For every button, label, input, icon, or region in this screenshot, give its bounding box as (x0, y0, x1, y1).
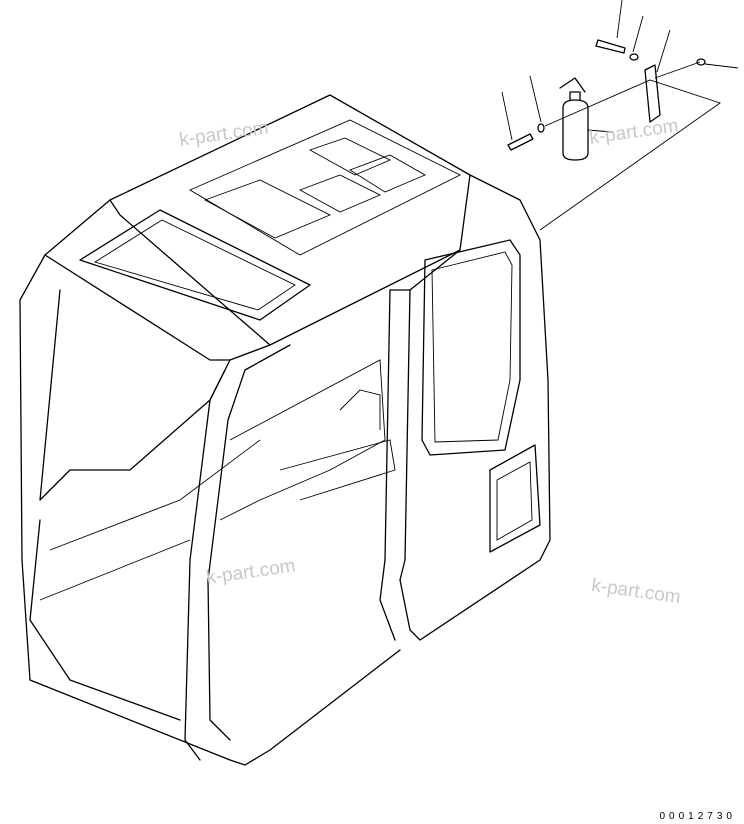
bolts-washers (507, 39, 706, 151)
cab (19, 94, 551, 766)
leader-lines (501, 0, 739, 231)
drawing-number: 00012730 (659, 811, 736, 822)
fire-extinguisher (559, 77, 589, 161)
bracket (644, 64, 661, 123)
